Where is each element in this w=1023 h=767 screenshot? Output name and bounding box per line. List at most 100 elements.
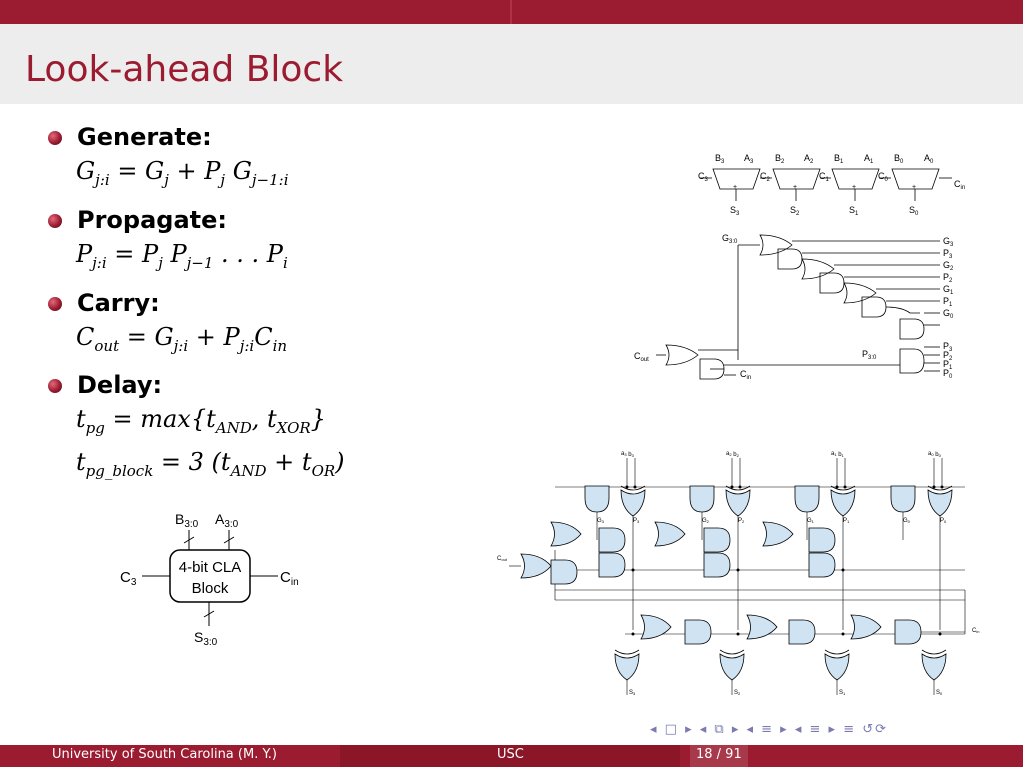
column-1: a1 b1 G1 P1 bbox=[794, 451, 856, 630]
column-2: a2 b2 G2 P2 bbox=[689, 451, 751, 630]
svg-text:S3: S3 bbox=[629, 690, 636, 696]
header-bar bbox=[0, 0, 1023, 24]
equation-delay-block: tpg_block = 3 (tAND + tOR) bbox=[76, 448, 345, 480]
footer-page-number: 18 / 91 bbox=[690, 745, 748, 767]
svg-text:C3: C3 bbox=[698, 171, 709, 183]
svg-text:+: + bbox=[793, 184, 797, 191]
section-icon[interactable]: ◂ ≡ ▸ bbox=[746, 722, 789, 737]
svg-text:G3: G3 bbox=[943, 236, 954, 248]
lookahead-logic-diagram: B3 A3 B2 A2 B1 A1 B0 A0 C3 C2 C1 C0 Cin … bbox=[634, 153, 965, 381]
svg-text:C2: C2 bbox=[760, 171, 771, 183]
svg-text:B2: B2 bbox=[775, 153, 785, 165]
svg-text:B3:0: B3:0 bbox=[175, 511, 199, 530]
equation-delay-pg: tpg = max{tAND, tXOR} bbox=[76, 405, 326, 438]
svg-text:G3:0: G3:0 bbox=[722, 233, 738, 245]
svg-text:G0: G0 bbox=[943, 308, 954, 320]
cla-block-line2: Block bbox=[192, 580, 229, 597]
svg-text:P3: P3 bbox=[633, 518, 640, 524]
svg-text:Cin: Cin bbox=[954, 179, 965, 191]
svg-text:P1: P1 bbox=[843, 518, 850, 524]
svg-text:Cin: Cin bbox=[972, 628, 979, 634]
svg-text:A1: A1 bbox=[864, 153, 874, 165]
header-divider bbox=[510, 0, 512, 24]
slide-title: Look-ahead Block bbox=[25, 49, 344, 90]
svg-text:+: + bbox=[912, 184, 916, 191]
search-icon[interactable]: ↺⟳ bbox=[862, 722, 889, 737]
cla-left-label: C bbox=[120, 569, 131, 586]
svg-text:B0: B0 bbox=[894, 153, 904, 165]
svg-text:G1: G1 bbox=[807, 518, 815, 524]
align-icon[interactable]: ≡ bbox=[843, 722, 857, 737]
svg-text:S0: S0 bbox=[936, 690, 943, 696]
svg-text:P3: P3 bbox=[943, 248, 953, 260]
svg-text:P0: P0 bbox=[940, 518, 947, 524]
equation-generate: Gj:i = Gj + Pj Gj−1:i bbox=[76, 157, 289, 189]
svg-text:G1: G1 bbox=[943, 284, 954, 296]
bullet-head: Generate: bbox=[77, 123, 212, 151]
svg-text:S1: S1 bbox=[839, 690, 846, 696]
svg-text:Cin: Cin bbox=[740, 369, 751, 381]
svg-text:Cin: Cin bbox=[280, 569, 299, 588]
svg-text:G2: G2 bbox=[702, 518, 710, 524]
svg-text:A3:0: A3:0 bbox=[215, 511, 239, 530]
gate-level-cla-diagram: a3 b3 G3 P3 a2 b2 G2 P2 a1 b1 G1 P1 a0 b… bbox=[497, 451, 979, 696]
svg-text:Cout: Cout bbox=[634, 351, 649, 363]
svg-text:a3 b3: a3 b3 bbox=[621, 451, 635, 458]
svg-text:P3: P3 bbox=[943, 341, 953, 353]
cla-block-symbol: B3:0 A3:0 4-bit CLA Block C3 Cin S3:0 bbox=[120, 511, 299, 648]
svg-text:G3: G3 bbox=[597, 518, 605, 524]
bullet-head: Delay: bbox=[77, 371, 163, 400]
cla-left-sub: 3 bbox=[131, 577, 137, 588]
svg-text:P2: P2 bbox=[738, 518, 745, 524]
equation-propagate: Pj:i = Pj Pj−1 . . . Pi bbox=[76, 239, 288, 272]
svg-text:S2: S2 bbox=[790, 205, 800, 217]
svg-text:P0: P0 bbox=[943, 368, 953, 380]
svg-text:S1: S1 bbox=[849, 205, 859, 217]
bullet-head: Carry: bbox=[77, 288, 160, 317]
cla-right-label: C bbox=[280, 569, 291, 586]
svg-text:S3:0: S3:0 bbox=[194, 629, 218, 648]
svg-text:A0: A0 bbox=[924, 153, 934, 165]
svg-text:C0: C0 bbox=[878, 171, 889, 183]
bullet-ball-icon bbox=[48, 296, 62, 311]
subsection-icon[interactable]: ◂ ≡ ▸ bbox=[794, 722, 838, 737]
svg-text:Cout: Cout bbox=[497, 556, 508, 562]
bullet-ball-icon bbox=[48, 379, 62, 394]
svg-text:a1 b1: a1 b1 bbox=[831, 451, 845, 458]
footer-bar: University of South Carolina (M. Y.) USC… bbox=[0, 745, 1023, 767]
svg-text:A3: A3 bbox=[744, 153, 754, 165]
svg-text:P2: P2 bbox=[943, 350, 953, 362]
svg-text:C1: C1 bbox=[819, 171, 830, 183]
footer-institution: University of South Carolina (M. Y.) bbox=[52, 747, 277, 762]
svg-text:G0: G0 bbox=[903, 518, 911, 524]
cla-block-line1: 4-bit CLA bbox=[179, 559, 242, 576]
svg-text:S2: S2 bbox=[734, 690, 741, 696]
column-0: a0 b0 G0 P0 bbox=[890, 451, 953, 630]
svg-text:S0: S0 bbox=[909, 205, 919, 217]
svg-text:+: + bbox=[733, 184, 737, 191]
svg-text:S3: S3 bbox=[730, 205, 740, 217]
nav-left-icon[interactable]: ◂ □ ▸ bbox=[650, 722, 694, 737]
svg-text:B1: B1 bbox=[834, 153, 844, 165]
cla-right-sub: in bbox=[291, 577, 299, 588]
svg-text:a0 b0: a0 b0 bbox=[928, 451, 942, 458]
beamer-nav-bar[interactable]: ◂ □ ▸ ◂ ⧉ ▸ ◂ ≡ ▸ ◂ ≡ ▸ ≡ ↺⟳ bbox=[650, 722, 888, 737]
svg-text:C3: C3 bbox=[120, 569, 137, 588]
svg-text:a2 b2: a2 b2 bbox=[726, 451, 740, 458]
column-3: a3 b3 G3 P3 bbox=[584, 451, 646, 630]
footer-center-block bbox=[340, 745, 680, 767]
bullet-carry: Carry: Cout = Gj:i + Pj:iCin bbox=[48, 286, 468, 363]
bullet-ball-icon bbox=[48, 131, 62, 145]
bullet-propagate: Propagate: Pj:i = Pj Pj−1 . . . Pi bbox=[48, 203, 468, 280]
svg-text:A2: A2 bbox=[804, 153, 814, 165]
svg-text:P1: P1 bbox=[943, 359, 953, 371]
svg-text:P3:0: P3:0 bbox=[862, 349, 877, 361]
svg-text:+: + bbox=[852, 184, 856, 191]
bullet-generate: Generate: Gj:i = Gj + Pj Gj−1:i bbox=[48, 120, 468, 197]
bullet-list: Generate: Gj:i = Gj + Pj Gj−1:i Propagat… bbox=[48, 120, 468, 494]
bullet-ball-icon bbox=[48, 213, 62, 228]
equation-carry: Cout = Gj:i + Pj:iCin bbox=[76, 322, 288, 355]
svg-text:B3: B3 bbox=[715, 153, 725, 165]
frame-icon[interactable]: ◂ ⧉ ▸ bbox=[699, 722, 741, 737]
svg-text:P1: P1 bbox=[943, 296, 953, 308]
